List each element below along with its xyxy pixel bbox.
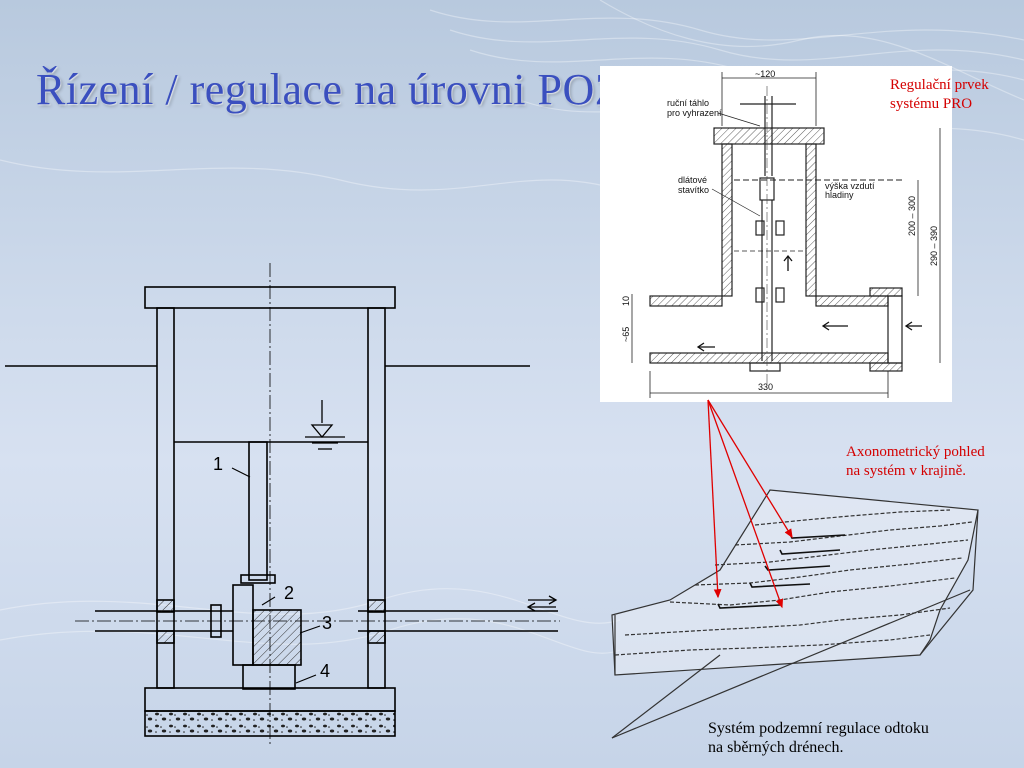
dim-pipe-offset: 10 [621,296,631,306]
dim-height-inner: 200 – 300 [907,196,917,236]
slide-title: Řízení / regulace na úrovni POZ [36,65,623,114]
part-label-1: 1 [213,454,223,474]
caption-regulation-element-line1: Regulační prvek [890,77,989,93]
regulation-element-section: ~120 330 200 – 300 290 – 390 10 ~65 ručn… [600,66,952,402]
caption-system-description-line1: Systém podzemní regulace odtoku [708,720,929,737]
caption-regulation-element: Regulační prvek systému PRO [890,76,989,114]
label-water-level-1: výška vzdutí [825,181,875,191]
caption-system-description: Systém podzemní regulace odtoku na sběrn… [708,719,929,757]
caption-axonometric-view-line1: Axonometrický pohled [846,444,985,460]
dim-bottom-width: 330 [758,382,773,392]
dim-pipe-depth: ~65 [621,327,631,342]
caption-system-description-line2: na sběrných drénech. [708,739,844,756]
part-label-2: 2 [284,583,294,603]
label-handle-2: pro vyhrazení [667,108,722,118]
caption-axonometric-view-line2: na systém v krajině. [846,463,966,479]
axonometric-landscape-diagram [611,489,979,739]
label-handle-1: ruční táhlo [667,98,709,108]
dim-top-width: ~120 [755,69,775,79]
manhole-section-diagram: 1 2 3 4 [5,263,560,745]
pointer-arrows [707,399,793,609]
caption-axonometric-view: Axonometrický pohled na systém v krajině… [846,443,985,481]
label-gate-1: dlátové [678,175,707,185]
label-gate-2: stavítko [678,185,709,195]
dim-height-total: 290 – 390 [929,226,939,266]
caption-regulation-element-line2: systému PRO [890,96,973,112]
part-label-4: 4 [320,661,330,681]
part-label-3: 3 [322,613,332,633]
label-water-level-2: hladiny [825,190,854,200]
